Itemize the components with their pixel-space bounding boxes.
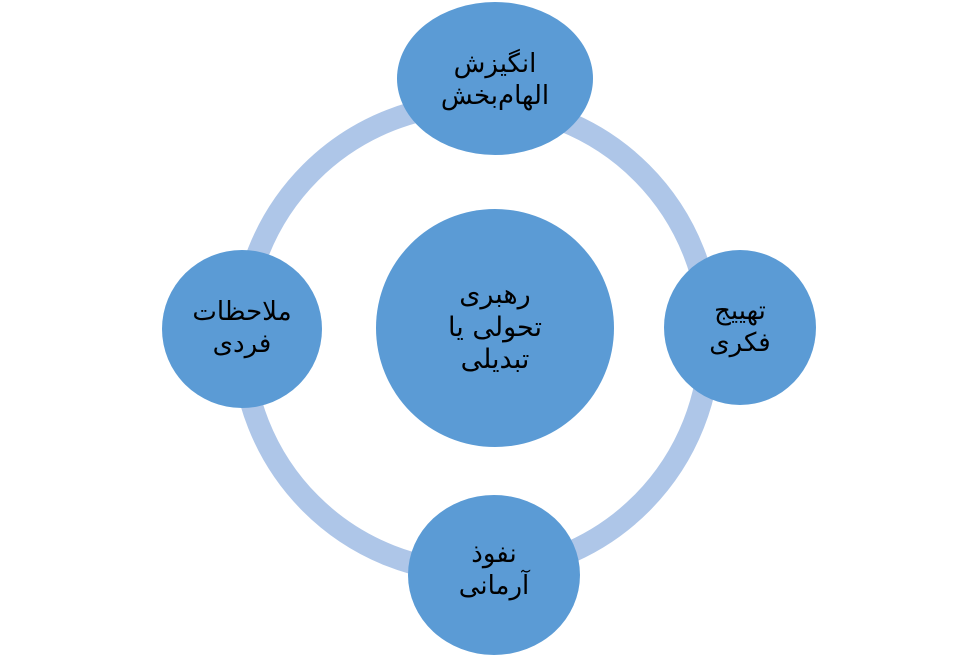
node-center-label: رهبری تحولی یا تبدیلی [448, 278, 542, 376]
node-idealized-influence[interactable]: نفوذ آرمانی [408, 495, 580, 655]
node-transformational-leadership-hub[interactable]: رهبری تحولی یا تبدیلی [376, 209, 614, 447]
node-bottom-label: نفوذ آرمانی [458, 539, 530, 601]
node-left-label: ملاحظات فردی [192, 297, 292, 359]
node-right-label: تهییج فکری [709, 295, 771, 358]
node-individual-consideration[interactable]: ملاحظات فردی [162, 250, 322, 408]
node-intellectual-stimulation[interactable]: تهییج فکری [664, 250, 816, 405]
node-top-label: انگیزش الهام‌بخش [440, 48, 550, 111]
node-inspirational-motivation[interactable]: انگیزش الهام‌بخش [397, 2, 593, 155]
